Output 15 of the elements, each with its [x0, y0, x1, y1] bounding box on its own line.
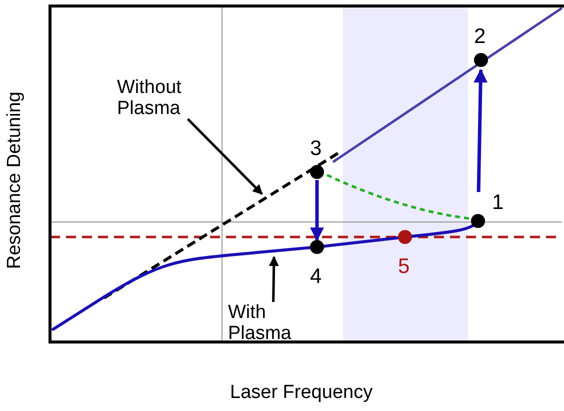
arrow	[474, 68, 488, 192]
connector-line	[326, 174, 470, 220]
curve-label: With Plasma	[228, 302, 318, 344]
point-number: 1	[492, 192, 504, 214]
point-number: 3	[310, 138, 322, 160]
arrow	[310, 180, 324, 242]
curve-label: Without Plasma	[117, 77, 217, 119]
leader-line	[268, 256, 279, 302]
point-number: 5	[398, 256, 410, 278]
point-number: 2	[474, 26, 486, 48]
leader-line	[186, 118, 263, 195]
axis-title: Laser Frequency	[230, 382, 373, 404]
data-point	[470, 192, 504, 229]
point-number: 4	[310, 266, 322, 288]
axis-title: Resonance Detuning	[4, 91, 26, 268]
